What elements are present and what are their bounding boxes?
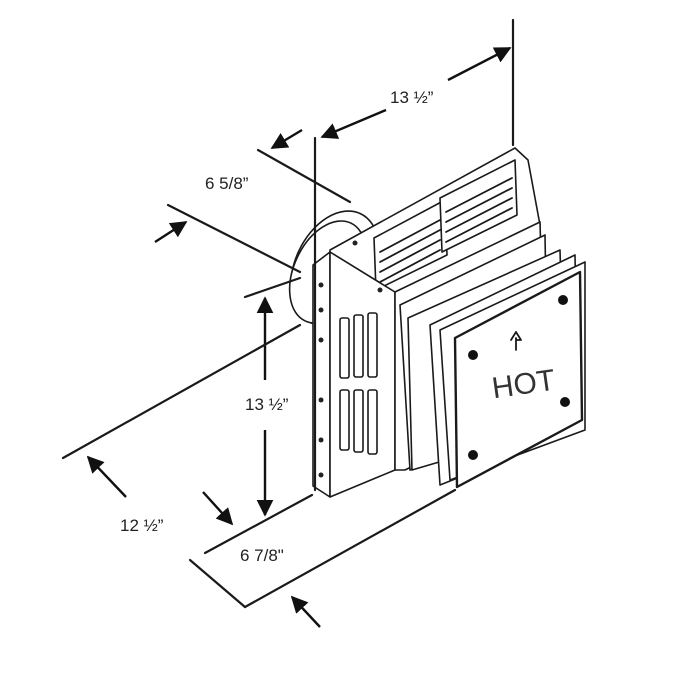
dim-base-length-label: 12 ½”	[120, 516, 164, 535]
up-arrow-icon	[510, 331, 522, 351]
hot-cover-plate	[453, 270, 584, 489]
top-housing	[329, 147, 541, 306]
dimension-lines	[61, 18, 515, 628]
front-housing	[312, 240, 396, 498]
dim-height-label: 13 ½”	[245, 395, 289, 414]
dim-depth-top-label: 6 5/8”	[205, 174, 249, 193]
dim-top-width-label: 13 ½”	[390, 88, 434, 107]
dim-base-depth-label: 6 7/8"	[240, 546, 284, 565]
